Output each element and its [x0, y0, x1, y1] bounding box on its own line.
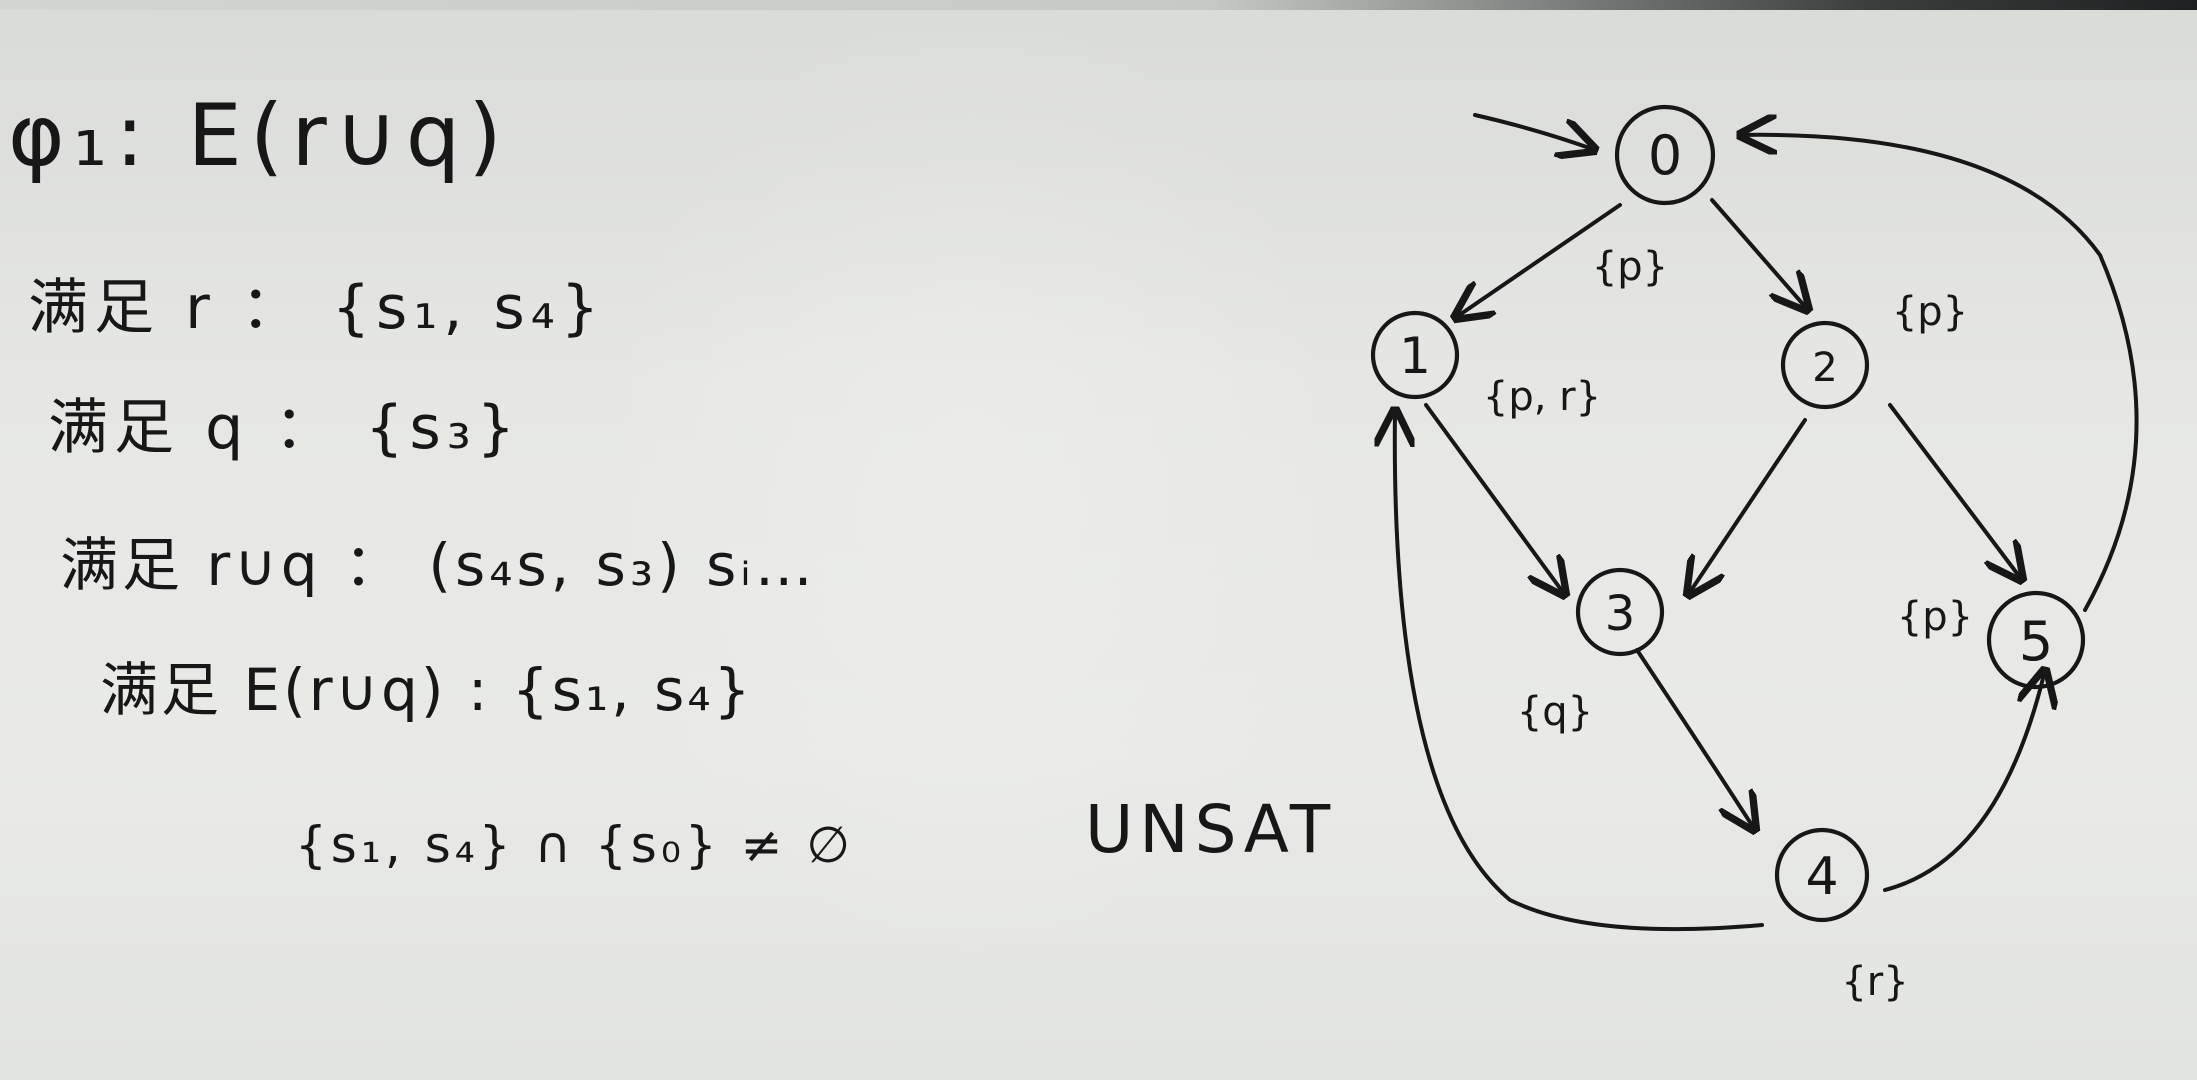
state-id: 2: [1812, 345, 1837, 391]
satisfy-q-line: 满足 q ： {s₃}: [48, 393, 521, 463]
state-circle: [1614, 104, 1716, 206]
state-circle: [1986, 590, 2086, 690]
edge-4-1: [1395, 410, 1764, 932]
state-node-5: 5 {p}: [1897, 590, 2086, 690]
edge-4-5: [1883, 670, 2045, 892]
edge-2-5: [1888, 403, 2022, 580]
board-top-edge: [0, 0, 2197, 10]
state-node-3: 3 {q}: [1517, 567, 1665, 735]
state-node-1: 1 {p, r}: [1370, 310, 1601, 420]
verdict-label: UNSAT: [1085, 791, 1336, 868]
state-label: {q}: [1517, 689, 1593, 735]
edge-5-0: [1740, 135, 2139, 612]
formula-line: φ₁: E(r∪q): [8, 86, 510, 186]
state-label: {p}: [1892, 289, 1968, 335]
edge-0-1: [1455, 203, 1622, 318]
edges: [1395, 113, 2139, 932]
state-label: {r}: [1841, 959, 1908, 1005]
state-circle: [1575, 567, 1665, 657]
edge-2-3: [1688, 418, 1807, 595]
edge-1-3: [1424, 403, 1565, 595]
satisfy-exists-r-until-q-line: 满足 E(r∪q) : {s₁, s₄}: [100, 656, 753, 724]
satisfy-r-line: 满足 r ： {s₁, s₄}: [28, 273, 605, 343]
state-node-4: 4 {r}: [1774, 827, 1909, 1005]
state-id: 4: [1805, 847, 1838, 907]
state-node-2: 2 {p}: [1780, 289, 1968, 410]
state-id: 5: [2019, 610, 2053, 673]
state-label: {p, r}: [1483, 374, 1601, 420]
edge-3-4: [1635, 648, 1755, 830]
state-id: 0: [1648, 124, 1682, 187]
satisfy-r-until-q-line: 满足 r∪q ： (s₄s, s₃) sᵢ…: [60, 531, 817, 599]
state-circle: [1774, 827, 1870, 923]
state-id: 1: [1399, 327, 1431, 385]
edge-0-2: [1710, 198, 1808, 310]
state-circle: [1370, 310, 1460, 400]
edge-start-0: [1473, 113, 1595, 150]
state-node-0: 0 {p}: [1592, 104, 1716, 290]
intersection-line: {s₁, s₄} ∩ {s₀} ≠ ∅: [295, 816, 854, 874]
state-id: 3: [1605, 586, 1636, 642]
state-label: {p}: [1592, 244, 1668, 290]
state-circle: [1780, 320, 1870, 410]
state-label: {p}: [1897, 594, 1973, 640]
